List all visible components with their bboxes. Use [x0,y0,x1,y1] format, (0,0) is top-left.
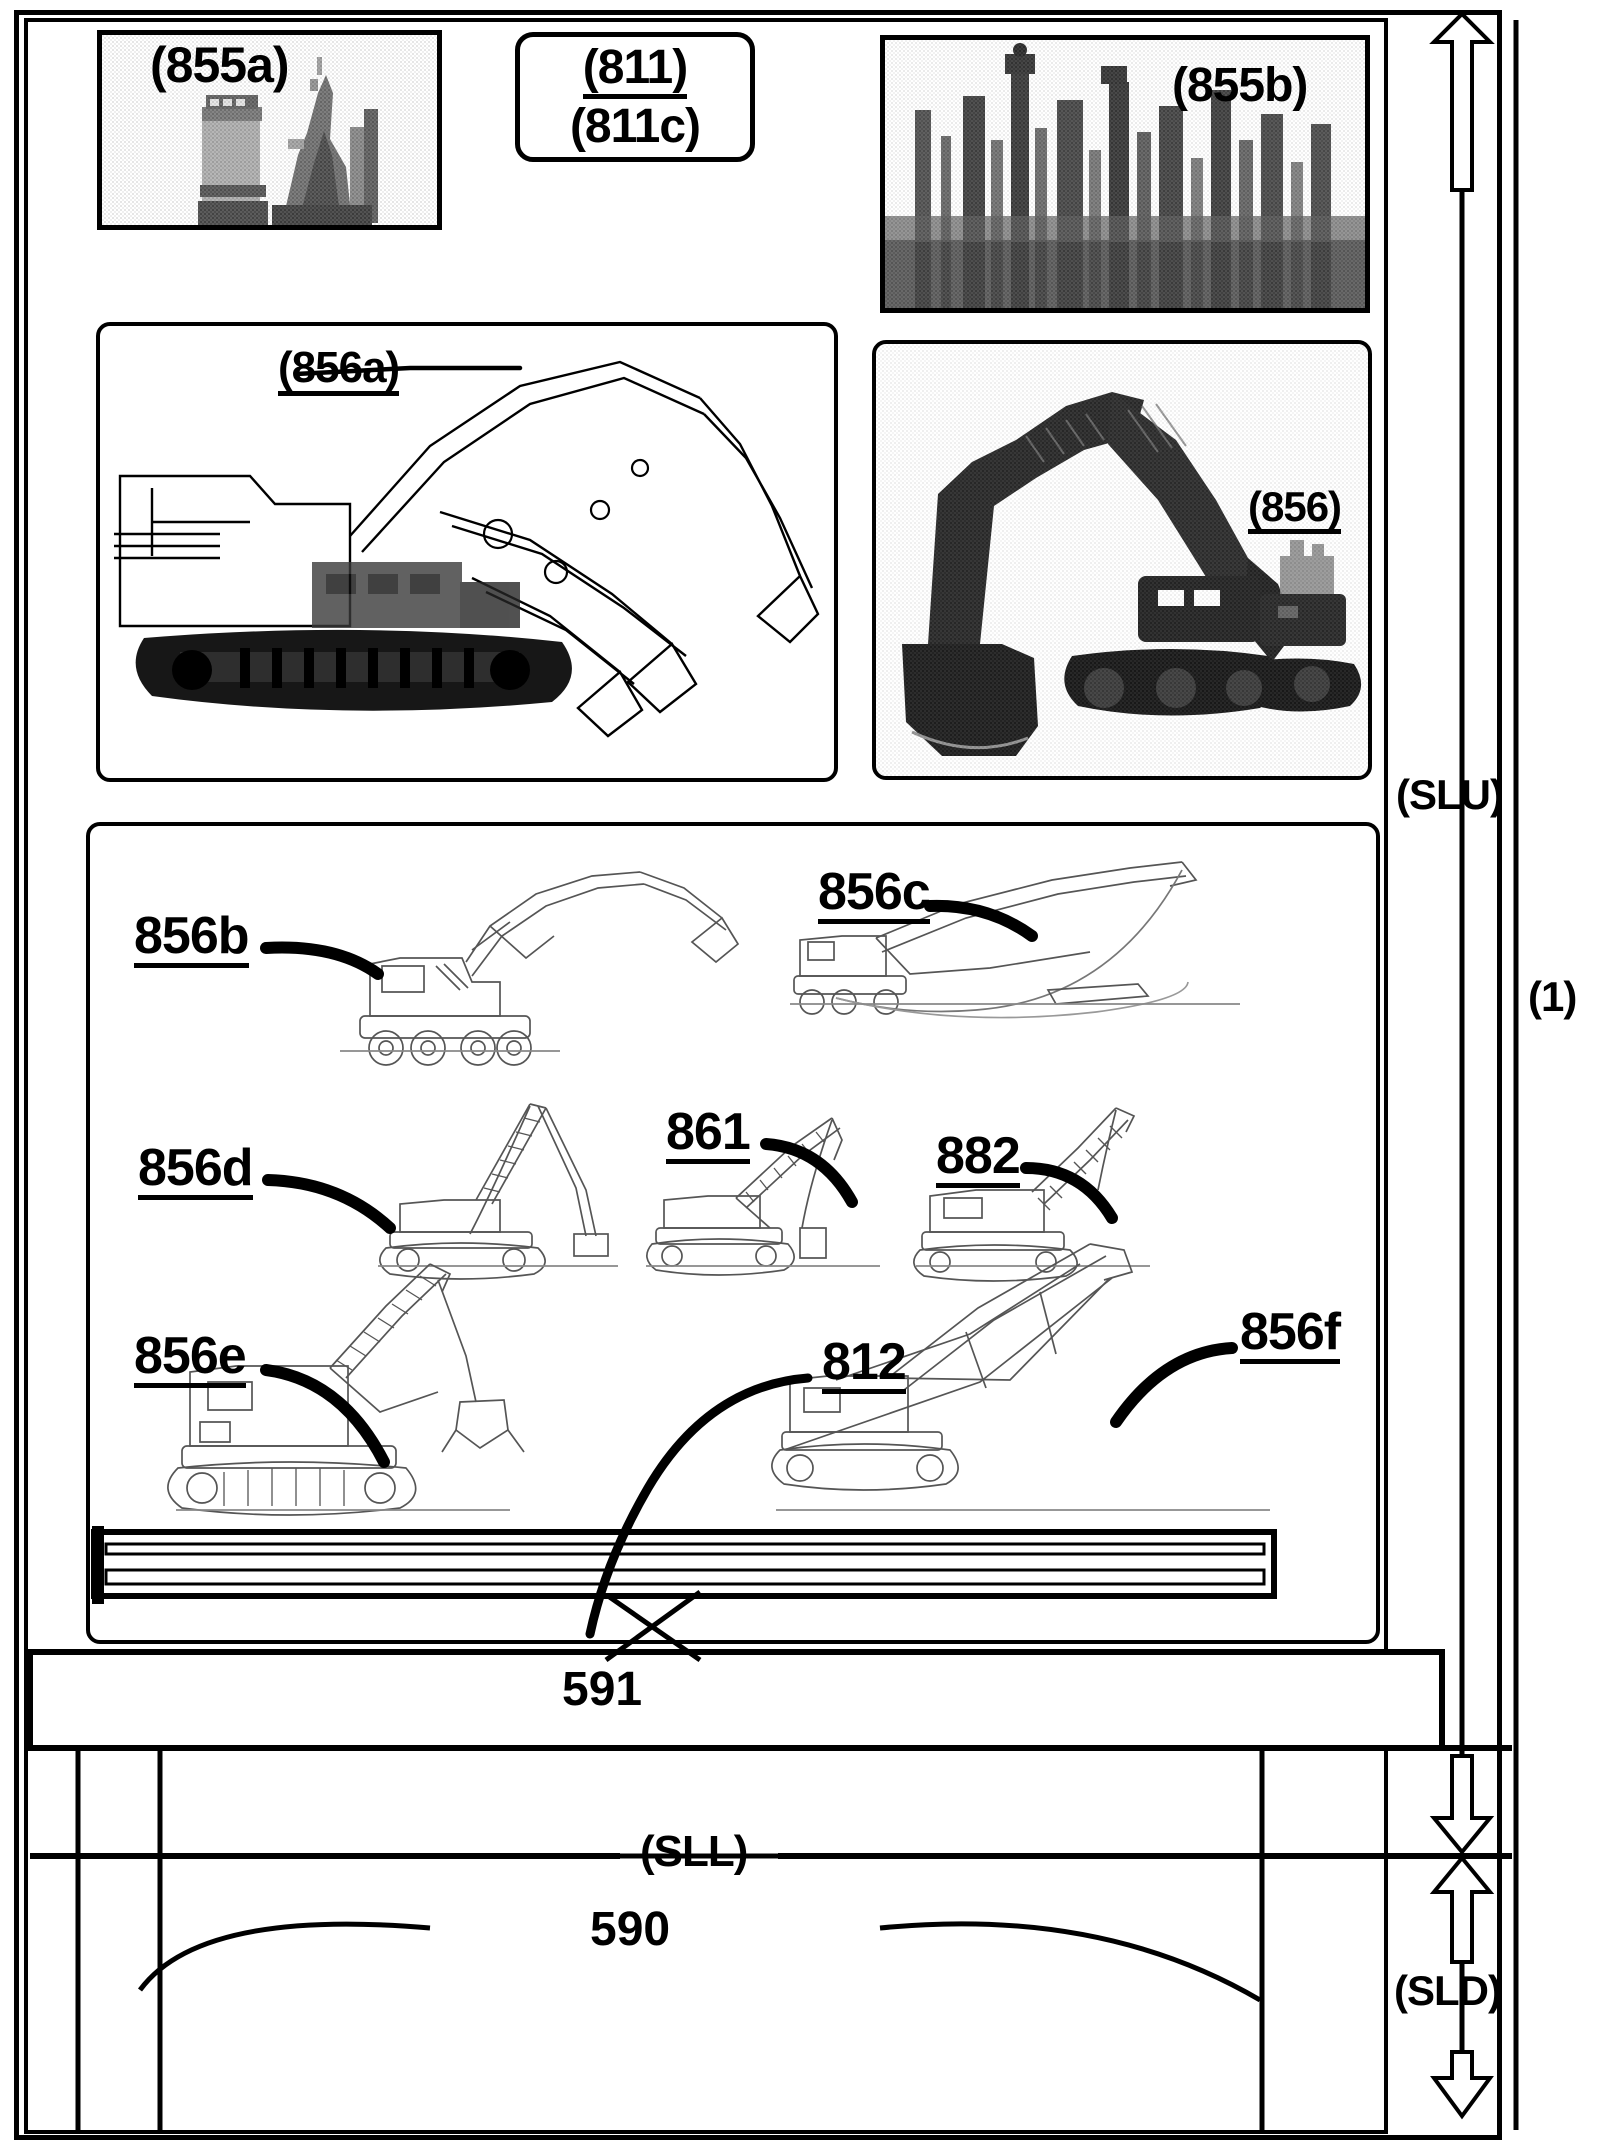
machine-label-856b: 856b [134,910,250,968]
tag-box-811: (811) (811c) [515,32,755,162]
machinery-panel-content [91,861,1277,1604]
photo-panel-855a-label: (855a) [150,37,290,93]
machinery-panel [86,822,1380,1644]
ground-label-590: 590 [590,1903,671,1956]
photo-855a-content [102,35,437,225]
photo-855b-content [885,40,1365,308]
sheet-outer-border [14,10,1502,2140]
machine-label-861: 861 [666,1106,751,1164]
axis-label-sld: (SLD) [1394,1967,1502,2014]
beam-label-591: 591 [562,1663,643,1716]
machine-label-856e: 856e [134,1330,247,1388]
tag-811-line1: (811) [582,43,688,99]
drawing-panel-856a [96,322,838,782]
axis-label-span-1: (1) [1528,973,1577,1020]
photo-panel-855b-label: (855b) [1172,59,1308,112]
tag-811-line2: (811c) [569,99,701,153]
photo-panel-855a [97,30,442,230]
drawing-panel-856-label: (856) [1248,486,1342,534]
drawing-856-content [876,344,1368,776]
drawing-856a-content [114,360,820,738]
drawing-panel-856a-label: (856a) [278,346,400,396]
axis-label-slu: (SLU) [1396,771,1504,818]
drawing-panel-856 [872,340,1372,780]
machine-label-856f: 856f [1240,1306,1341,1364]
photo-panel-855b [880,35,1370,313]
ground-line-label-sll: (SLL) [640,1827,748,1876]
machine-label-856d: 856d [138,1142,254,1200]
machine-label-856c: 856c [818,866,931,924]
machine-label-882: 882 [936,1130,1021,1188]
machine-label-812: 812 [822,1336,907,1394]
